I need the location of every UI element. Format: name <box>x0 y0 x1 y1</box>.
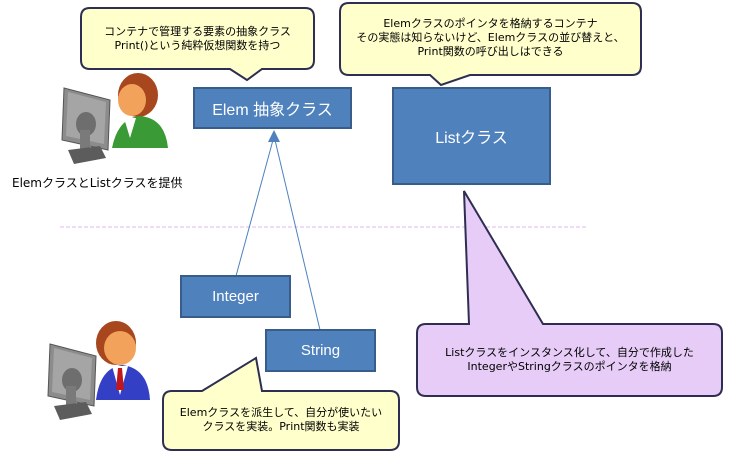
string-to-elem-arrow <box>274 139 321 331</box>
instantiate-callout-line: Listクラスをインスタンス化して、自分で作成した <box>445 346 694 359</box>
elem-callout-text: コンテナで管理する要素の抽象クラス Print()という純粋仮想関数を持つ <box>81 25 314 53</box>
instantiate-callout-line: IntegerやStringクラスのポインタを格納 <box>467 360 672 373</box>
integer-class-box[interactable]: Integer <box>180 275 291 318</box>
elem-callout-line: コンテナで管理する要素の抽象クラス <box>104 25 291 38</box>
arrowhead-icon <box>268 130 280 142</box>
list-callout-line: Elemクラスのポインタを格納するコンテナ <box>383 17 598 30</box>
derive-callout-line: Elemクラスを派生して、自分が使いたい <box>179 406 383 419</box>
elem-callout-shape[interactable] <box>80 7 315 82</box>
string-class-label: String <box>300 342 341 359</box>
elem-abstract-class-box[interactable]: Elem 抽象クラス <box>193 87 352 129</box>
list-callout-line: その実態は知らないけど、Elemクラスの並び替えと、 <box>356 31 625 44</box>
integer-to-elem-arrow <box>235 139 274 277</box>
elem-class-label: Elem 抽象クラス <box>212 102 333 119</box>
string-class-box[interactable]: String <box>265 329 376 372</box>
list-class-label: Listクラス <box>435 130 508 147</box>
female-user-at-computer-icon <box>61 73 168 164</box>
elem-callout-line: Print()という純粋仮想関数を持つ <box>114 39 281 52</box>
list-callout-shape[interactable] <box>339 2 642 87</box>
male-user-at-computer-icon <box>47 321 150 420</box>
derive-callout-text: Elemクラスを派生して、自分が使いたい クラスを実装。Print関数も実装 <box>163 406 399 434</box>
inheritance-arrows <box>235 130 321 331</box>
derive-callout-line: クラスを実装。Print関数も実装 <box>202 420 360 433</box>
instantiate-callout-shape[interactable] <box>416 190 723 397</box>
derive-callout-shape[interactable] <box>162 356 400 451</box>
instantiate-callout-text: Listクラスをインスタンス化して、自分で作成した IntegerやString… <box>417 346 722 374</box>
list-callout-line: Print関数の呼び出しはできる <box>417 45 564 58</box>
list-class-box[interactable]: Listクラス <box>392 87 551 185</box>
list-callout-text: Elemクラスのポインタを格納するコンテナ その実態は知らないけど、Elemクラ… <box>340 17 641 59</box>
integer-class-label: Integer <box>212 288 259 305</box>
provider-caption: ElemクラスとListクラスを提供 <box>12 176 183 190</box>
